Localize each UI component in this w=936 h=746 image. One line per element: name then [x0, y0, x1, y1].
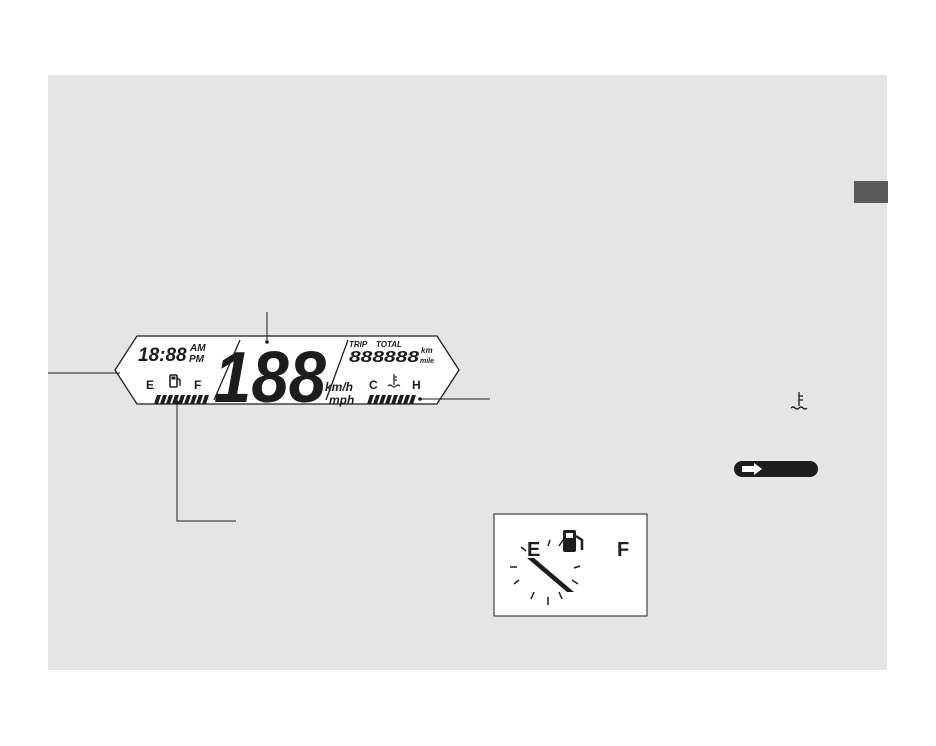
coolant-temp-icon [387, 374, 401, 388]
arrow-right-icon [734, 461, 818, 477]
pm-indicator: PM [189, 354, 205, 365]
mph-unit: mph [329, 393, 354, 407]
trip-label: TRIP [349, 340, 368, 349]
inset-full-label: F [617, 539, 629, 561]
temp-bar-segments [367, 395, 416, 404]
kmh-unit: km/h [325, 380, 353, 394]
am-indicator: AM [189, 343, 206, 354]
temp-cold-label: C [369, 378, 378, 392]
odo-mile-unit: mile [420, 358, 434, 365]
temp-hot-label: H [412, 378, 421, 392]
coolant-temp-icon-standalone [790, 392, 808, 410]
odo-km-unit: km [421, 346, 433, 355]
blink-rays [510, 539, 581, 605]
lcd-divider-right [325, 339, 349, 401]
fuel-empty-label: E [146, 378, 154, 392]
fuel-full-label: F [194, 378, 201, 392]
inset-empty-label: E [527, 539, 540, 561]
section-tab[interactable] [854, 181, 888, 203]
callout-lines [48, 312, 490, 522]
callout-fuel [176, 402, 236, 522]
clock-readout: 18:88 [138, 345, 187, 366]
lcd-outline [114, 335, 460, 405]
total-label: TOTAL [376, 340, 402, 349]
lcd-divider-left [213, 339, 241, 401]
fuel-warning-inset [493, 513, 648, 617]
fuel-pump-icon-large [563, 530, 584, 552]
fuel-pump-icon [169, 374, 181, 388]
blinking-fuel-segment [527, 558, 574, 592]
speed-readout: 188 [214, 338, 326, 418]
odometer-readout: 888888 [349, 349, 419, 366]
fuel-bar-segments [154, 395, 209, 404]
